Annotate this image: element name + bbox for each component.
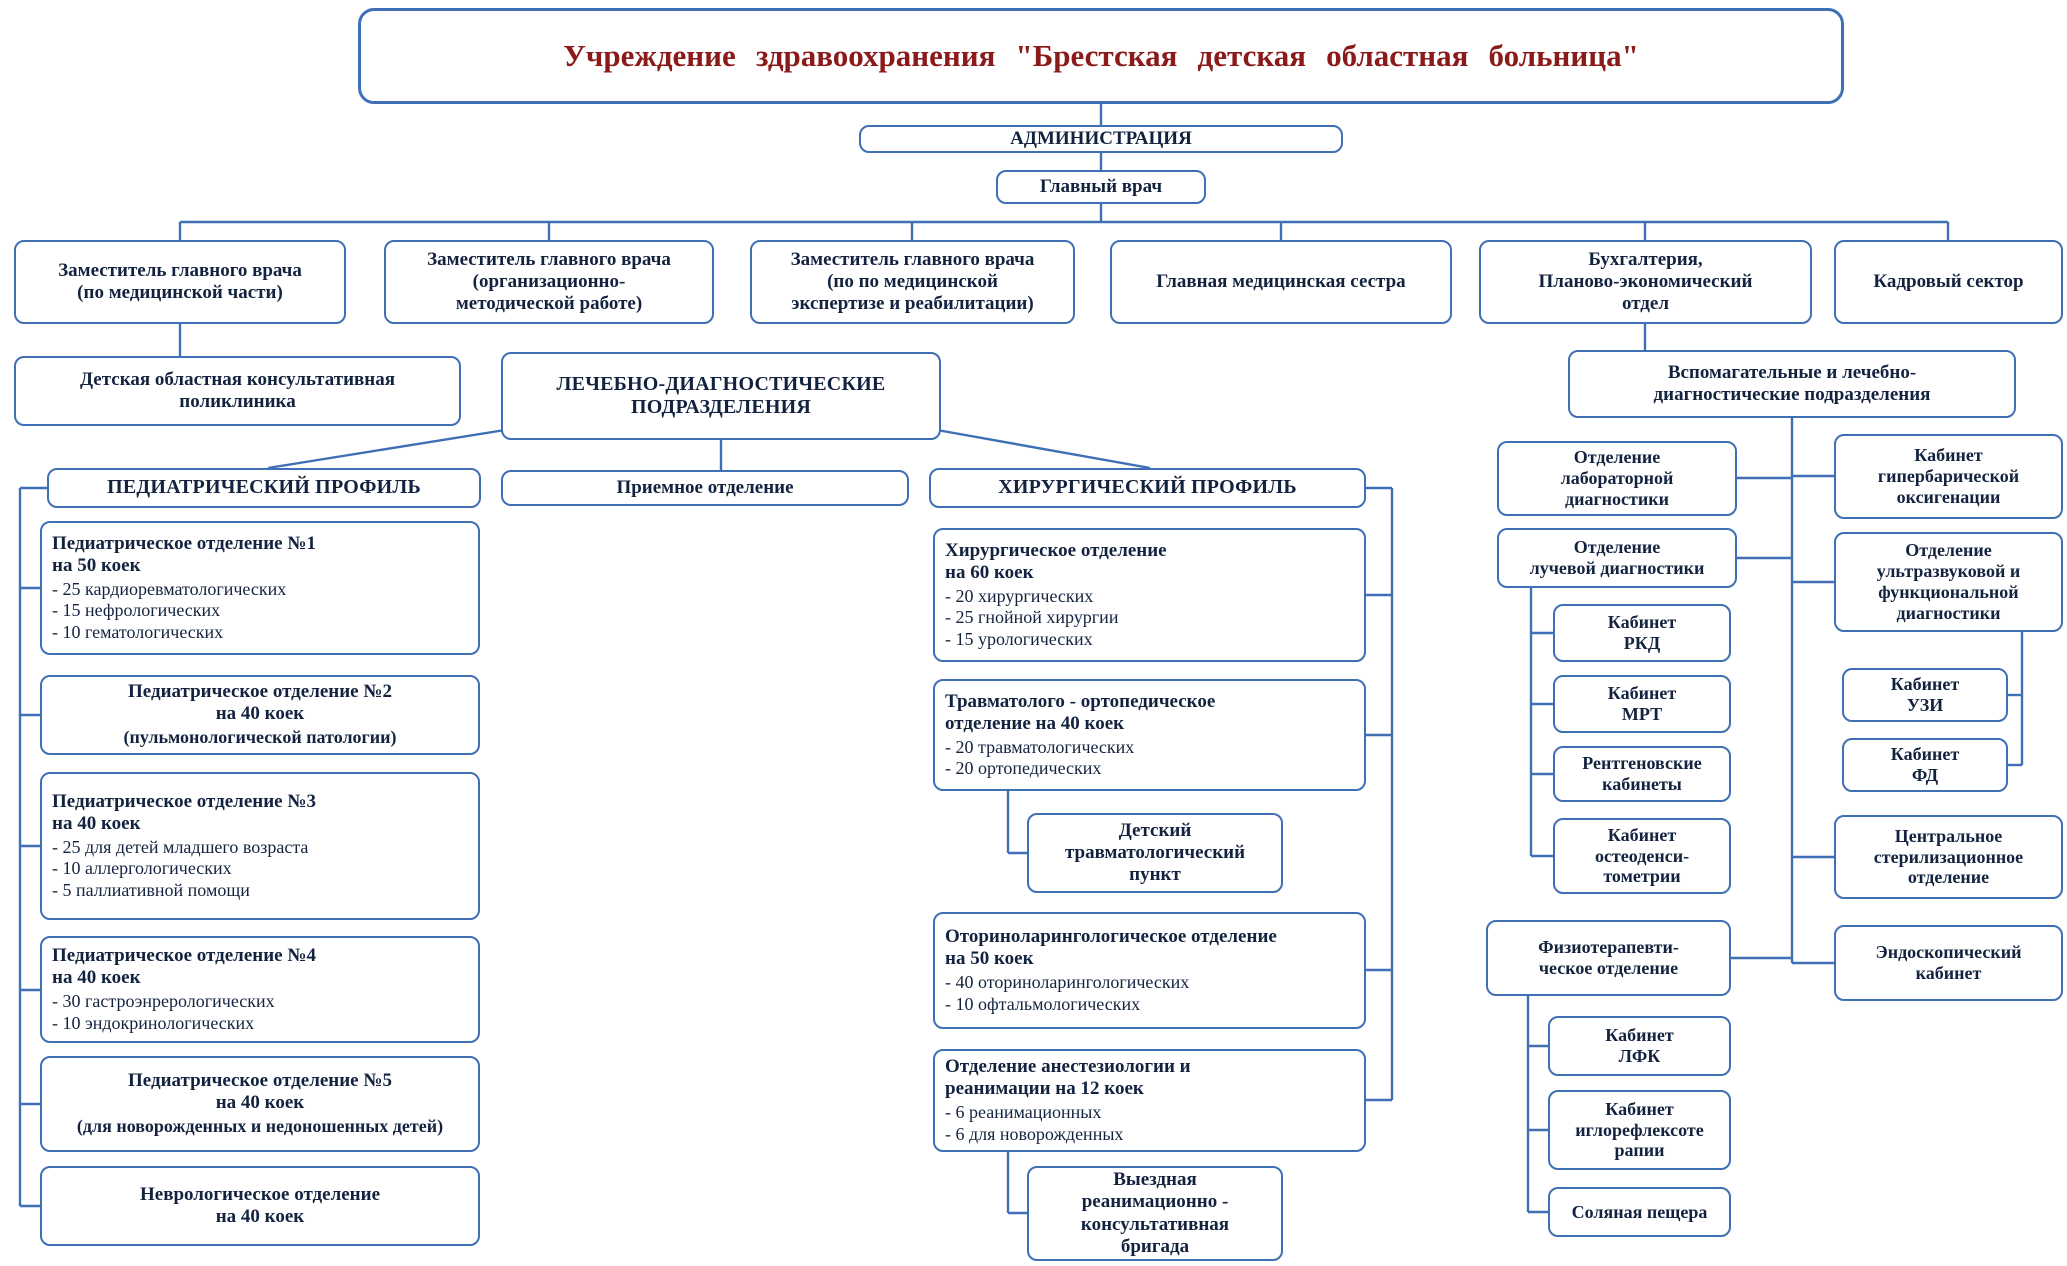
node-endoscopy-cabinet: Эндоскопический кабинет	[1834, 925, 2063, 1001]
accounting-label: Бухгалтерия, Планово-экономический отдел	[1538, 248, 1753, 315]
node-ultrasound-functional: Отделение ультразвуковой и функционально…	[1834, 532, 2063, 632]
node-radiology: Отделение лучевой диагностики	[1497, 528, 1737, 588]
neurology-title: Неврологическое отделение на 40 коек	[139, 1183, 380, 1227]
node-deputy-org-method: Заместитель главного врача (организацион…	[384, 240, 714, 324]
node-otolaryngology: Оториноларингологическое отделение на 50…	[933, 912, 1366, 1029]
pediatric-5-details: (для новорожденных и недоношенных детей)	[76, 1116, 444, 1137]
traumatology-details: - 20 травматологических - 20 ортопедичес…	[945, 736, 1135, 779]
node-hr-sector: Кадровый сектор	[1834, 240, 2063, 324]
node-lfk-cabinet: Кабинет ЛФК	[1548, 1016, 1731, 1076]
endoscopy-cabinet-label: Эндоскопический кабинет	[1875, 942, 2022, 983]
deputy-expertise-label: Заместитель главного врача (по по медици…	[790, 248, 1035, 315]
physiotherapy-label: Физиотерапевти- ческое отделение	[1538, 937, 1679, 978]
node-pediatric-1: Педиатрическое отделение №1 на 50 коек -…	[40, 521, 480, 655]
lfk-cabinet-label: Кабинет ЛФК	[1605, 1025, 1674, 1066]
fd-cabinet-label: Кабинет ФД	[1890, 744, 1960, 785]
deputy-org-method-label: Заместитель главного врача (организацион…	[427, 248, 671, 315]
node-surgery: Хирургическое отделение на 60 коек - 20 …	[933, 528, 1366, 662]
hr-sector-label: Кадровый сектор	[1873, 270, 2024, 292]
pediatric-2-title: Педиатрическое отделение №2 на 40 коек	[128, 681, 392, 725]
acupuncture-cabinet-label: Кабинет иглорефлексоте рапии	[1575, 1098, 1704, 1161]
node-accounting: Бухгалтерия, Планово-экономический отдел	[1479, 240, 1812, 324]
rkd-cabinet-label: Кабинет РКД	[1607, 612, 1677, 653]
admission-dept-label: Приемное отделение	[616, 476, 794, 498]
node-surgical-profile: ХИРУРГИЧЕСКИЙ ПРОФИЛЬ	[929, 468, 1366, 508]
osteodensitometry-cabinet-label: Кабинет остеоденси- тометрии	[1594, 824, 1690, 887]
head-nurse-label: Главная медицинская сестра	[1156, 270, 1406, 292]
otolaryngology-details: - 40 оториноларингологических - 10 офтал…	[945, 972, 1190, 1014]
auxiliary-units-label: Вспомагательные и лечебно- диагностическ…	[1653, 361, 1931, 405]
surgery-details: - 20 хирургических - 25 гнойной хирургии…	[945, 586, 1119, 649]
node-pediatric-4: Педиатрическое отделение №4 на 40 коек -…	[40, 936, 480, 1043]
chief-doctor-label: Главный врач	[1039, 175, 1163, 197]
polyclinic-label: Детская областная консультативная поликл…	[79, 368, 396, 412]
node-chief-doctor: Главный врач	[996, 170, 1206, 204]
pediatric-4-details: - 30 гастроэнрерологических - 10 эндокри…	[52, 991, 275, 1033]
administration-label: АДМИНИСТРАЦИЯ	[1010, 127, 1192, 149]
pediatric-profile-label: ПЕДИАТРИЧЕСКИЙ ПРОФИЛЬ	[107, 476, 421, 499]
treatment-units-label: ЛЕЧЕБНО-ДИАГНОСТИЧЕСКИЕ ПОДРАЗДЕЛЕНИЯ	[556, 372, 886, 418]
node-pediatric-2: Педиатрическое отделение №2 на 40 коек (…	[40, 675, 480, 755]
node-mrt-cabinet: Кабинет МРТ	[1553, 675, 1731, 733]
central-sterilization-label: Центральное стерилизационное отделение	[1873, 825, 2024, 888]
node-polyclinic: Детская областная консультативная поликл…	[14, 356, 461, 426]
node-hyperbaric-cabinet: Кабинет гипербарической оксигенации	[1834, 434, 2063, 519]
pediatric-3-details: - 25 для детей младшего возраста - 10 ал…	[52, 837, 309, 900]
org-title-label: Учреждение здравоохранения "Брестская де…	[563, 38, 1639, 74]
node-head-nurse: Главная медицинская сестра	[1110, 240, 1452, 324]
node-salt-cave: Соляная пещера	[1548, 1187, 1731, 1237]
node-osteodensitometry-cabinet: Кабинет остеоденси- тометрии	[1553, 818, 1731, 894]
node-uzi-cabinet: Кабинет УЗИ	[1842, 668, 2008, 722]
node-title: Учреждение здравоохранения "Брестская де…	[358, 8, 1844, 104]
xray-cabinets-label: Рентгеновские кабинеты	[1582, 753, 1702, 794]
node-pediatric-3: Педиатрическое отделение №3 на 40 коек -…	[40, 772, 480, 920]
anesthesiology-details: - 6 реанимационных - 6 для новорожденных	[945, 1102, 1124, 1144]
radiology-label: Отделение лучевой диагностики	[1529, 537, 1705, 578]
node-pediatric-profile: ПЕДИАТРИЧЕСКИЙ ПРОФИЛЬ	[47, 468, 481, 508]
otolaryngology-title: Оториноларингологическое отделение на 50…	[945, 926, 1277, 970]
pediatric-3-title: Педиатрическое отделение №3 на 40 коек	[52, 791, 316, 835]
node-traumatology: Травматолого - ортопедическое отделение …	[933, 679, 1366, 791]
node-physiotherapy: Физиотерапевти- ческое отделение	[1486, 920, 1731, 996]
node-children-trauma-point: Детский травматологический пункт	[1027, 813, 1283, 893]
node-deputy-medical: Заместитель главного врача (по медицинск…	[14, 240, 346, 324]
node-xray-cabinets: Рентгеновские кабинеты	[1553, 746, 1731, 802]
node-administration: АДМИНИСТРАЦИЯ	[859, 125, 1343, 153]
anesthesiology-title: Отделение анестезиологии и реанимации на…	[945, 1056, 1191, 1100]
pediatric-1-details: - 25 кардиоревматологических - 15 нефрол…	[52, 579, 287, 642]
uzi-cabinet-label: Кабинет УЗИ	[1890, 674, 1960, 715]
node-deputy-expertise: Заместитель главного врача (по по медици…	[750, 240, 1075, 324]
pediatric-1-title: Педиатрическое отделение №1 на 50 коек	[52, 533, 316, 577]
traumatology-title: Травматолого - ортопедическое отделение …	[945, 690, 1216, 734]
pediatric-2-details: (пульмонологической патологии)	[123, 727, 397, 748]
mrt-cabinet-label: Кабинет МРТ	[1607, 683, 1677, 724]
deputy-medical-label: Заместитель главного врача (по медицинск…	[58, 259, 302, 303]
pediatric-5-title: Педиатрическое отделение №5 на 40 коек	[128, 1070, 392, 1114]
node-central-sterilization: Центральное стерилизационное отделение	[1834, 815, 2063, 899]
lab-diagnostics-label: Отделение лабораторной диагностики	[1560, 447, 1674, 509]
node-pediatric-5: Педиатрическое отделение №5 на 40 коек (…	[40, 1056, 480, 1152]
node-treatment-units: ЛЕЧЕБНО-ДИАГНОСТИЧЕСКИЕ ПОДРАЗДЕЛЕНИЯ	[501, 352, 941, 440]
node-rkd-cabinet: Кабинет РКД	[1553, 604, 1731, 662]
node-acupuncture-cabinet: Кабинет иглорефлексоте рапии	[1548, 1090, 1731, 1170]
mobile-resuscitation-team-title: Выездная реанимационно - консультативная…	[1080, 1169, 1230, 1257]
node-anesthesiology: Отделение анестезиологии и реанимации на…	[933, 1049, 1366, 1152]
node-mobile-resuscitation-team: Выездная реанимационно - консультативная…	[1027, 1166, 1283, 1261]
node-auxiliary-units: Вспомагательные и лечебно- диагностическ…	[1568, 350, 2016, 418]
pediatric-4-title: Педиатрическое отделение №4 на 40 коек	[52, 945, 316, 989]
node-neurology: Неврологическое отделение на 40 коек	[40, 1166, 480, 1246]
children-trauma-point-title: Детский травматологический пункт	[1064, 819, 1246, 886]
node-fd-cabinet: Кабинет ФД	[1842, 738, 2008, 792]
hyperbaric-cabinet-label: Кабинет гипербарической оксигенации	[1877, 445, 2020, 507]
node-admission-dept: Приемное отделение	[501, 470, 909, 506]
salt-cave-label: Соляная пещера	[1571, 1201, 1708, 1222]
node-lab-diagnostics: Отделение лабораторной диагностики	[1497, 441, 1737, 516]
ultrasound-functional-label: Отделение ультразвуковой и функционально…	[1876, 540, 2021, 623]
surgery-title: Хирургическое отделение на 60 коек	[945, 540, 1167, 584]
surgical-profile-label: ХИРУРГИЧЕСКИЙ ПРОФИЛЬ	[998, 476, 1297, 499]
